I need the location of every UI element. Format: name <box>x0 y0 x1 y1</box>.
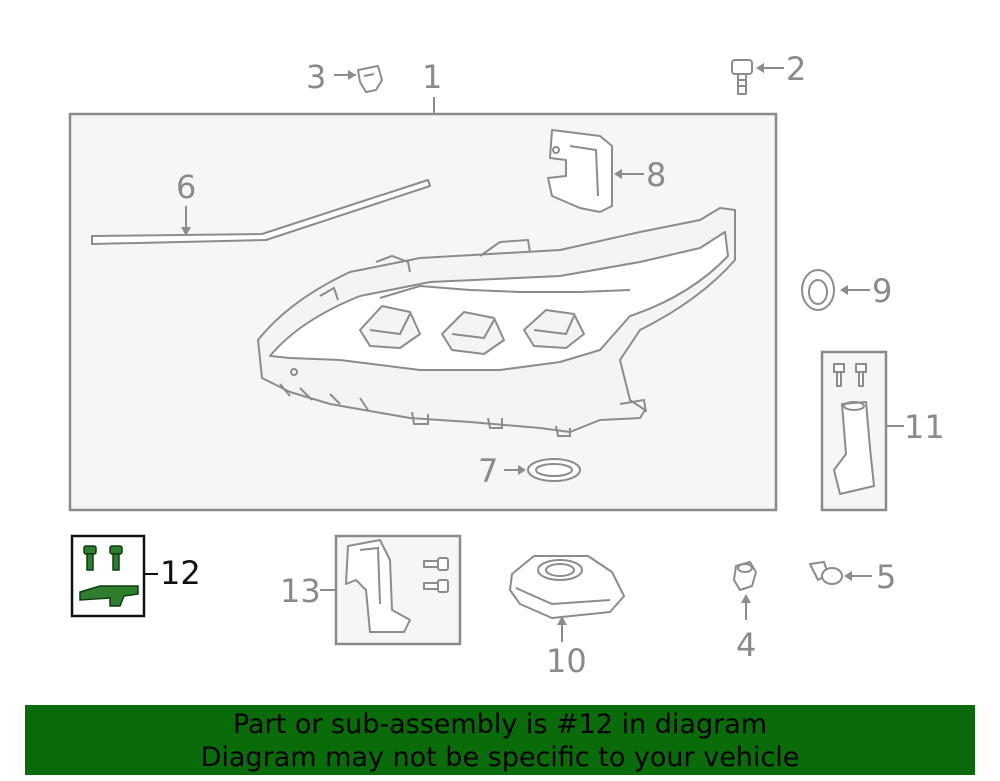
part-7-gasket[interactable] <box>504 458 581 482</box>
part-6-seal-strip[interactable] <box>91 179 431 245</box>
part-2-bolt[interactable] <box>731 59 784 95</box>
callout-6[interactable]: 6 <box>176 168 196 206</box>
callout-2[interactable]: 2 <box>786 50 806 88</box>
callout-10[interactable]: 10 <box>546 642 587 680</box>
part-5-screw[interactable] <box>809 561 872 585</box>
callout-13[interactable]: 13 <box>280 572 321 610</box>
callout-9[interactable]: 9 <box>872 272 892 310</box>
headlamp-housing[interactable] <box>257 207 736 437</box>
part-8-bracket[interactable] <box>547 129 644 213</box>
part-11-repair-kit[interactable] <box>820 350 904 512</box>
callout-8[interactable]: 8 <box>646 156 666 194</box>
banner-line-2: Diagram may not be specific to your vehi… <box>200 742 800 773</box>
part-3-clip-nut[interactable] <box>334 65 383 93</box>
part-4-nut[interactable] <box>733 561 757 620</box>
callout-12[interactable]: 12 <box>160 554 201 592</box>
part-9-grommet[interactable] <box>801 269 870 311</box>
callout-11[interactable]: 11 <box>904 408 945 446</box>
info-banner: Part or sub-assembly is #12 in diagram D… <box>25 705 975 775</box>
part-12-adjuster-kit[interactable] <box>70 534 158 618</box>
parts-diagram: 1 3 2 6 8 <box>68 50 945 680</box>
callout-1[interactable]: 1 <box>422 58 442 96</box>
banner-line-1: Part or sub-assembly is #12 in diagram <box>232 709 768 740</box>
callout-4[interactable]: 4 <box>736 626 756 664</box>
part-10-control-unit[interactable] <box>509 555 625 642</box>
callout-7[interactable]: 7 <box>478 452 498 490</box>
callout-3[interactable]: 3 <box>306 58 326 96</box>
part-13-bracket-kit[interactable] <box>320 534 462 646</box>
callout-5[interactable]: 5 <box>876 558 896 596</box>
